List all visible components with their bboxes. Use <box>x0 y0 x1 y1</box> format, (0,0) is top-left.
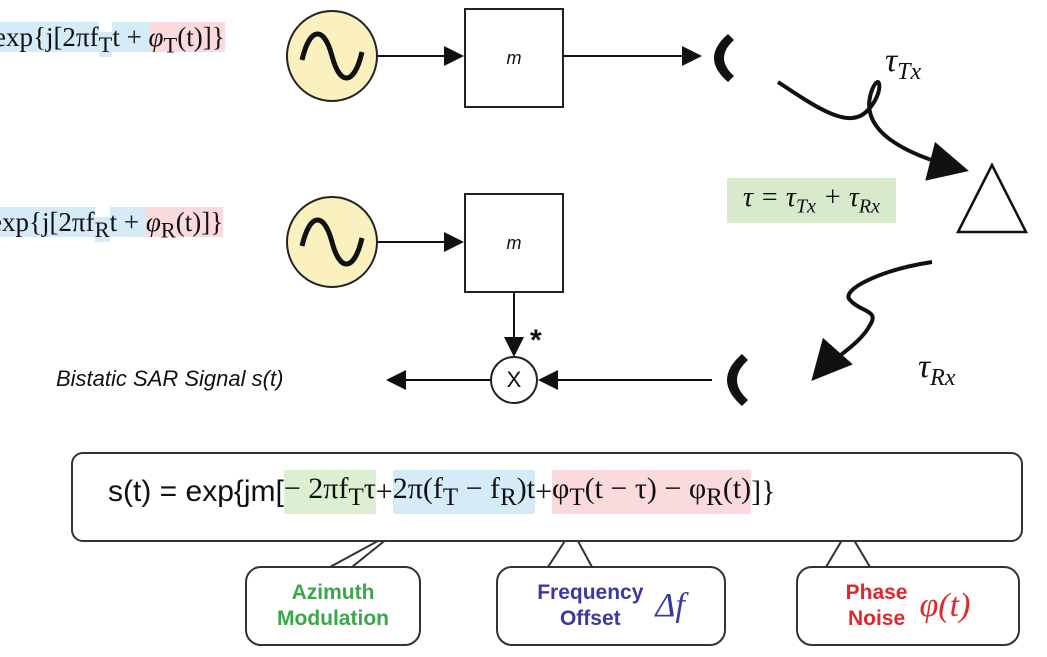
frequency-callout: Frequency Offset Δf <box>496 566 726 646</box>
rx-antenna-icon <box>727 354 748 406</box>
phi-t-symbol: φ(t) <box>919 587 971 624</box>
total-delay-sub2: Rx <box>858 195 880 218</box>
phase-sub1: T <box>569 484 585 511</box>
delta-f-symbol: Δf <box>655 587 685 624</box>
conjugate-marker: * <box>530 324 542 357</box>
sine-wave-icon <box>299 31 365 81</box>
phase-term: φT(t − τ) − φR(t) <box>552 470 752 514</box>
tx-phi: φ <box>148 22 164 52</box>
azimuth-line1: Azimuth <box>291 580 375 604</box>
freq-sub1: T <box>442 484 459 511</box>
tx-modulator-box: m <box>464 8 564 108</box>
tx-phase-suffix: (t)]} <box>177 22 225 52</box>
plus-2: + <box>535 475 552 508</box>
rx-time-term: t + <box>109 207 146 237</box>
frequency-line1: Frequency <box>537 580 644 604</box>
rx-phi: φ <box>145 207 161 237</box>
target-triangle-icon <box>955 162 1029 234</box>
rx-phi-sub: R <box>160 217 176 243</box>
freq-term-a: 2π(f <box>392 472 443 505</box>
tx-freq-term: exp{j[2πf <box>0 22 99 52</box>
azimuth-term-b: τ <box>363 472 376 505</box>
azimuth-callout: Azimuth Modulation <box>245 566 421 646</box>
phase-term-b: (t − τ) − φ <box>584 472 707 505</box>
rx-modulator-label: m <box>506 232 522 253</box>
phase-sub2: R <box>706 484 723 511</box>
phase-line2: Noise <box>847 607 906 630</box>
tx-delay-label: τTx <box>885 42 921 86</box>
freq-sub2: R <box>500 484 517 511</box>
total-delay-equation: τ = τTx + τRx <box>727 178 896 223</box>
rx-tau-sub: Rx <box>930 364 956 391</box>
phase-line1: Phase <box>845 580 908 604</box>
tx-phi-sub: T <box>163 32 178 58</box>
rx-phase-suffix: (t)]} <box>175 207 224 237</box>
tx-propagation-path <box>776 80 969 181</box>
tx-phase-term: φT(t)]} <box>148 22 225 57</box>
frequency-line2: Offset <box>559 607 621 630</box>
phase-callout: Phase Noise φ(t) <box>796 566 1020 646</box>
signal-equation-box <box>71 452 1023 542</box>
azimuth-term: − 2πfTτ <box>283 470 376 514</box>
tx-tau: τ <box>885 42 898 79</box>
azimuth-line2: Modulation <box>277 607 389 630</box>
mixer-label: X <box>506 367 522 392</box>
freq-term-c: )t <box>516 472 536 505</box>
phase-term-a: φ <box>552 472 570 505</box>
total-delay-plus: + τ <box>815 182 859 213</box>
total-delay-sub1: Tx <box>795 195 816 218</box>
rx-propagation-path <box>811 260 933 381</box>
rx-oscillator <box>286 196 378 288</box>
total-delay-lhs: τ = τ <box>743 182 796 213</box>
mixer: X <box>490 356 538 404</box>
tx-time-term: t + <box>112 22 149 52</box>
rx-tau: τ <box>918 348 931 385</box>
rx-freq-sub: R <box>94 217 110 243</box>
signal-equation: s(t) = exp{jm[ − 2πfTτ + 2π(fT − fR)t + … <box>108 470 776 514</box>
azimuth-term-a: − 2πf <box>283 472 349 505</box>
rx-phase-term: φR(t)]} <box>145 207 224 242</box>
tx-freq-sub: T <box>98 32 113 58</box>
rx-freq-term: exp{j[2πf <box>0 207 95 237</box>
tx-modulator-label: m <box>506 47 522 68</box>
rx-modulator-box: m <box>464 193 564 293</box>
freq-term-b: − f <box>458 472 501 505</box>
rx-oscillator-equation: exp{j[2πfRt + φR(t)]} <box>0 207 224 243</box>
frequency-callout-text: Frequency Offset <box>537 580 643 633</box>
equation-rhs: ]} <box>751 475 776 508</box>
azimuth-sub: T <box>348 484 364 511</box>
tx-antenna-icon <box>714 34 734 82</box>
output-signal-label: Bistatic SAR Signal s(t) <box>56 366 284 391</box>
rx-delay-label: τRx <box>918 348 955 392</box>
tx-tau-sub: Tx <box>897 58 922 85</box>
frequency-term: 2π(fT − fR)t <box>392 470 536 514</box>
plus-1: + <box>375 475 393 508</box>
tx-oscillator <box>286 10 378 102</box>
phase-term-c: (t) <box>722 472 752 505</box>
equation-lhs: s(t) = exp{jm[ <box>108 475 284 508</box>
azimuth-callout-text: Azimuth Modulation <box>277 580 389 633</box>
phase-callout-text: Phase Noise <box>846 580 908 633</box>
sine-wave-icon <box>299 217 365 267</box>
tx-oscillator-equation: exp{j[2πfTt + φT(t)]} <box>0 22 225 58</box>
